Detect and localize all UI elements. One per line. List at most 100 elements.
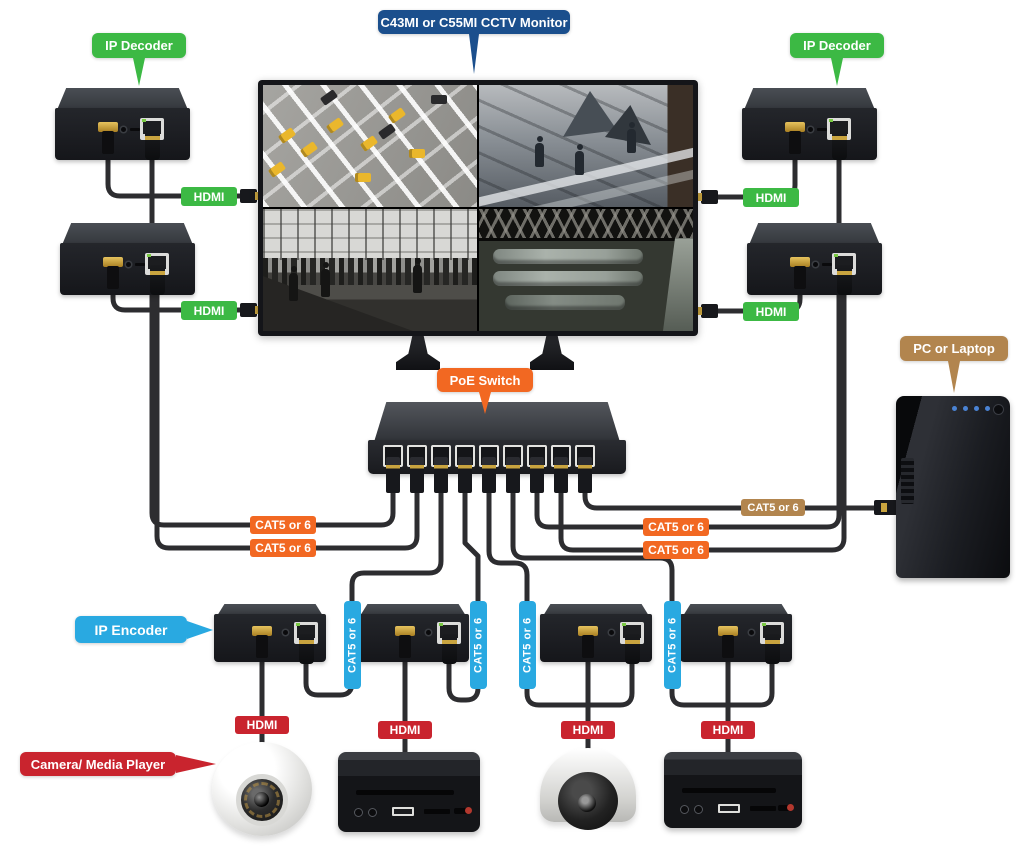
encoder-top-face: [217, 604, 323, 616]
hdmi-cable-tag: HDMI: [181, 301, 237, 320]
ip-encoder-box: [214, 604, 326, 664]
pc-led-row: [952, 406, 990, 411]
cat5-cable-tag-pc: CAT5 or 6: [741, 499, 805, 516]
bridge-truss: [479, 209, 693, 242]
usb-slot-icon: [822, 263, 832, 266]
pedestrian-silhouette: [627, 122, 636, 153]
ip-decoder-callout: IP Decoder: [92, 33, 186, 86]
camera-feed-terminal: [263, 209, 477, 331]
rj45-plug-icon: [765, 634, 780, 664]
hdmi-cable-tag-source: HDMI: [235, 716, 289, 734]
train-icon: [505, 295, 625, 310]
turret-camera: [212, 742, 312, 844]
pinhole-icon: [126, 262, 131, 267]
pc-callout: PC or Laptop: [900, 336, 1008, 393]
dome-camera: [540, 742, 636, 838]
ir-sensor-icon: [354, 808, 363, 817]
rj45-plug-icon: [299, 634, 314, 664]
rj45-port-icon: [551, 445, 571, 493]
ip-encoder-box: [680, 604, 792, 664]
camera-lens-icon: [236, 774, 288, 826]
decoder-front-face: [747, 243, 882, 295]
decoder-front-face: [742, 108, 877, 160]
railing-shape: [479, 158, 693, 207]
ip-encoder-callout: IP Encoder: [75, 616, 213, 643]
ip-encoder-box: [540, 604, 652, 664]
camera-media-player-callout: Camera/ Media Player: [20, 752, 216, 776]
decoder-top-face: [744, 88, 875, 110]
led-icon: [952, 406, 957, 411]
camera-feed-traffic: [263, 85, 477, 207]
usb-slot-icon: [817, 128, 827, 131]
cat5-cable-tag-vertical: CAT5 or 6: [470, 601, 487, 689]
decoder-top-face: [57, 88, 188, 110]
disc-slot-icon: [356, 790, 454, 795]
camera-media-player-callout-text: Camera/ Media Player: [30, 756, 166, 772]
cat5-cable-tag-vertical: CAT5 or 6: [344, 601, 361, 689]
taxi-icon: [277, 127, 297, 144]
hdmi-cable-tag-source: HDMI: [701, 721, 755, 739]
structure-shape: [563, 91, 617, 137]
ip-encoder-box: [357, 604, 469, 664]
usb-slot-icon: [130, 128, 140, 131]
disc-slot-icon: [682, 788, 776, 793]
taxi-icon: [355, 173, 371, 182]
pinhole-icon: [749, 630, 754, 635]
pinhole-icon: [808, 127, 813, 132]
platform-shape: [663, 238, 693, 331]
rj45-plug-icon: [625, 634, 640, 664]
pedestrian-silhouette: [413, 258, 422, 293]
taxi-icon: [387, 107, 407, 124]
poe-switch-callout: PoE Switch: [437, 368, 533, 414]
hdmi-plug-icon: [790, 257, 810, 289]
decoder-top-face: [62, 223, 193, 245]
hdmi-plug-icon: [785, 122, 805, 154]
cat5-cable-tag: CAT5 or 6: [643, 541, 709, 559]
callout-pointer: [479, 392, 491, 414]
camera-feed-trains: [479, 209, 693, 331]
ethernet-connector-icon: [874, 500, 898, 515]
decoder-front-face: [60, 243, 195, 295]
decoder-top-face: [749, 223, 880, 245]
sd-slot-icon: [424, 809, 450, 814]
rj45-plug-icon: [145, 130, 160, 160]
reset-button-icon: [368, 808, 377, 817]
callout-pointer: [831, 58, 843, 86]
ip-decoder-callout-text: IP Decoder: [105, 38, 173, 53]
decoder-front-face: [55, 108, 190, 160]
encoder-top-face: [360, 604, 466, 616]
ip-decoder-box: [60, 223, 195, 295]
car-icon: [431, 95, 447, 104]
power-led-icon: [465, 807, 472, 814]
camera-feed-escalator: [479, 85, 693, 207]
hdmi-plug-icon: [252, 626, 272, 658]
rj45-port-icon: [431, 445, 451, 493]
ip-decoder-callout-text: IP Decoder: [803, 38, 871, 53]
hdmi-plug-icon: [578, 626, 598, 658]
switch-top-face: [374, 402, 620, 442]
pinhole-icon: [609, 630, 614, 635]
taxi-icon: [299, 141, 319, 158]
hdmi-cable-tag-source: HDMI: [561, 721, 615, 739]
poe-switch-callout-text: PoE Switch: [449, 372, 521, 388]
power-led-icon: [787, 804, 794, 811]
cctv-monitor: [258, 80, 698, 336]
usb-port-icon: [392, 807, 414, 816]
hdmi-cable-tag: HDMI: [743, 302, 799, 321]
monitor-screen: [263, 85, 693, 331]
car-icon: [377, 123, 397, 140]
car-icon: [319, 89, 339, 106]
media-player-box: [664, 752, 802, 828]
hdmi-connector-icons: [240, 189, 718, 318]
pinhole-icon: [813, 262, 818, 267]
rj45-port-icon: [479, 445, 499, 493]
led-icon: [963, 406, 968, 411]
ir-sensor-icon: [680, 805, 689, 814]
monitor-callout: C43MI or C55MI CCTV Monitor: [378, 10, 570, 74]
cat5-cable-tag-vertical: CAT5 or 6: [519, 601, 536, 689]
cat5-cable-tag: CAT5 or 6: [250, 539, 316, 557]
rj45-port-icon: [455, 445, 475, 493]
hdmi-cable-tag: HDMI: [181, 187, 237, 206]
rj45-port-icon: [527, 445, 547, 493]
